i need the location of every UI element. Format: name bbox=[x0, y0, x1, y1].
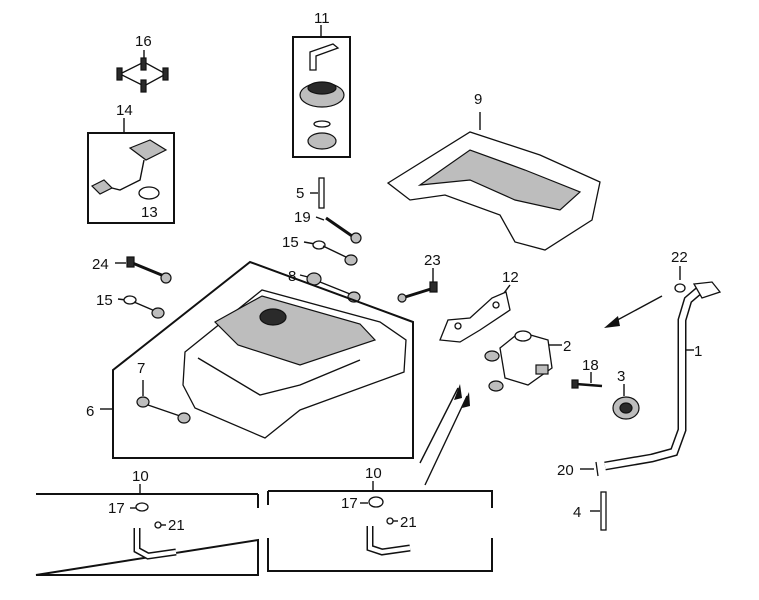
cap-wrench-icon[interactable] bbox=[309, 43, 340, 71]
fuel-tank-top bbox=[214, 295, 377, 366]
pump-housing-2[interactable] bbox=[484, 330, 562, 392]
pump-gasket-icon[interactable] bbox=[138, 186, 160, 200]
callout-4: 4 bbox=[573, 504, 581, 521]
pin-4[interactable] bbox=[590, 491, 607, 531]
callout-21-right: 21 bbox=[400, 514, 417, 531]
fuel-tank-box bbox=[112, 260, 414, 459]
callout-14: 14 bbox=[116, 102, 133, 119]
callout-12: 12 bbox=[502, 269, 519, 286]
vent-hose-left[interactable] bbox=[135, 528, 177, 559]
vent-hose-right[interactable] bbox=[368, 526, 411, 555]
callout-15-lower: 15 bbox=[96, 292, 113, 309]
vent-kit-left bbox=[35, 484, 259, 576]
fuel-float-icon[interactable] bbox=[90, 179, 114, 195]
fuel-tank-group bbox=[100, 260, 414, 459]
callout-7: 7 bbox=[137, 360, 145, 377]
fuel-tank-filler bbox=[259, 308, 287, 326]
screw-18[interactable] bbox=[571, 372, 603, 389]
bracket-12[interactable] bbox=[439, 284, 511, 343]
tank-bracket[interactable] bbox=[386, 112, 601, 251]
callout-23: 23 bbox=[424, 252, 441, 269]
clamp-17-right[interactable] bbox=[368, 496, 384, 508]
clip-20[interactable] bbox=[580, 461, 599, 477]
bolt-5[interactable] bbox=[310, 177, 325, 209]
callout-20: 20 bbox=[557, 462, 574, 479]
callout-16: 16 bbox=[135, 33, 152, 50]
callout-5: 5 bbox=[296, 185, 304, 202]
grommet-7-b[interactable] bbox=[177, 412, 191, 424]
vent-kit-right bbox=[267, 481, 493, 572]
callout-21-left: 21 bbox=[168, 517, 185, 534]
clamp-21-left[interactable] bbox=[154, 521, 162, 529]
callout-3: 3 bbox=[617, 368, 625, 385]
callout-2: 2 bbox=[563, 338, 571, 355]
callout-11: 11 bbox=[314, 10, 330, 27]
clamp-22[interactable] bbox=[674, 266, 686, 293]
fuel-hose-1[interactable] bbox=[604, 281, 722, 471]
bolt-19[interactable] bbox=[315, 216, 362, 244]
grommet-7-a[interactable] bbox=[136, 396, 150, 408]
callout-22: 22 bbox=[671, 249, 688, 266]
clamp-21-right[interactable] bbox=[386, 517, 394, 525]
callout-9: 9 bbox=[474, 91, 482, 108]
cap-gasket-icon[interactable] bbox=[313, 120, 331, 128]
fuel-pump-box bbox=[87, 132, 175, 224]
callout-17-right: 17 bbox=[341, 495, 358, 512]
filler-neck-icon[interactable] bbox=[307, 132, 337, 150]
callout-17-left: 17 bbox=[108, 500, 125, 517]
bolt-set-16[interactable] bbox=[116, 50, 169, 93]
vent-kit-right-box bbox=[267, 490, 493, 572]
fuel-pump-group bbox=[87, 118, 175, 224]
callout-19: 19 bbox=[294, 209, 311, 226]
callout-10-right: 10 bbox=[365, 465, 382, 482]
callout-6: 6 bbox=[86, 403, 94, 420]
bolt-24[interactable] bbox=[115, 256, 172, 284]
bolt-23[interactable] bbox=[397, 268, 438, 303]
fuel-cap-group bbox=[292, 25, 351, 158]
callout-1: 1 bbox=[694, 343, 702, 360]
callout-13: 13 bbox=[141, 204, 158, 221]
callout-18: 18 bbox=[582, 357, 599, 374]
callout-10-left: 10 bbox=[132, 468, 149, 485]
clamp-17-left[interactable] bbox=[135, 502, 149, 512]
bushing-15-lower[interactable] bbox=[117, 295, 165, 319]
direction-arrows bbox=[419, 295, 663, 486]
bushing-15-upper[interactable] bbox=[303, 240, 358, 266]
callout-24: 24 bbox=[92, 256, 109, 273]
fuel-pump-icon[interactable] bbox=[128, 139, 168, 161]
fuel-cap-top-icon bbox=[307, 81, 337, 95]
callout-15-upper: 15 bbox=[282, 234, 299, 251]
grommet-8[interactable] bbox=[299, 272, 361, 303]
valve-3[interactable] bbox=[612, 384, 640, 420]
